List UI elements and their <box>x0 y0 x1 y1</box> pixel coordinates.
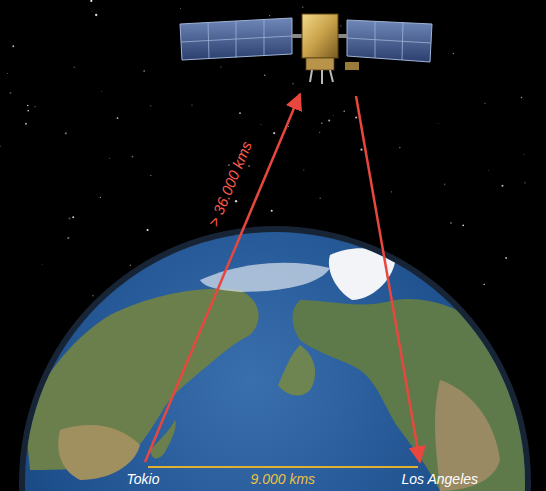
star <box>92 295 94 297</box>
star <box>74 66 76 68</box>
star <box>180 7 182 9</box>
star <box>72 216 74 218</box>
city-label: Los Angeles <box>402 471 479 488</box>
star <box>521 97 523 99</box>
star <box>269 15 270 16</box>
city-label: Tokio <box>127 471 160 488</box>
star <box>25 123 27 125</box>
star <box>264 74 265 75</box>
star <box>109 158 110 159</box>
star <box>450 222 452 224</box>
star <box>220 66 221 67</box>
star <box>288 126 289 127</box>
distance-label: 9.000 kms <box>251 471 316 488</box>
star <box>319 198 321 200</box>
star <box>328 119 330 121</box>
star <box>248 165 250 167</box>
land-masses <box>25 248 531 491</box>
star <box>191 104 193 106</box>
star <box>355 116 357 118</box>
star <box>303 170 304 171</box>
star <box>501 185 503 187</box>
star <box>437 123 439 125</box>
star <box>117 117 119 119</box>
star <box>132 156 134 158</box>
star <box>68 217 70 219</box>
star <box>27 110 29 112</box>
downlink-arrow <box>356 96 420 462</box>
star <box>260 123 262 125</box>
star <box>340 25 341 26</box>
star <box>147 229 149 231</box>
star <box>483 284 484 285</box>
star <box>12 45 14 47</box>
star <box>27 105 28 106</box>
star <box>101 90 103 92</box>
star <box>487 170 489 172</box>
star <box>95 14 97 16</box>
star <box>292 83 293 84</box>
distance-line <box>148 466 418 468</box>
star <box>399 147 400 148</box>
star <box>319 131 321 133</box>
star <box>271 210 273 212</box>
star <box>150 175 151 176</box>
star <box>360 149 362 151</box>
star <box>143 70 145 72</box>
star <box>524 182 525 183</box>
star <box>332 114 334 116</box>
star <box>67 237 69 239</box>
star <box>91 10 93 12</box>
star <box>0 145 1 147</box>
star <box>7 73 8 74</box>
star <box>462 224 464 226</box>
star <box>90 0 92 2</box>
star <box>321 123 322 124</box>
star <box>130 264 132 266</box>
star <box>150 105 151 106</box>
star <box>453 53 454 54</box>
star <box>505 257 507 259</box>
satellite <box>180 14 432 84</box>
star <box>444 183 446 185</box>
star <box>100 197 101 198</box>
star <box>484 103 485 104</box>
star <box>41 263 43 265</box>
star <box>10 92 12 94</box>
star <box>65 132 67 134</box>
atmosphere <box>19 226 531 491</box>
star <box>34 106 35 107</box>
star <box>391 191 392 192</box>
star <box>523 153 525 155</box>
star <box>302 7 303 8</box>
star <box>235 200 237 202</box>
star <box>344 111 345 112</box>
star <box>273 132 275 134</box>
uplink-arrow <box>145 94 300 462</box>
star <box>239 112 241 114</box>
